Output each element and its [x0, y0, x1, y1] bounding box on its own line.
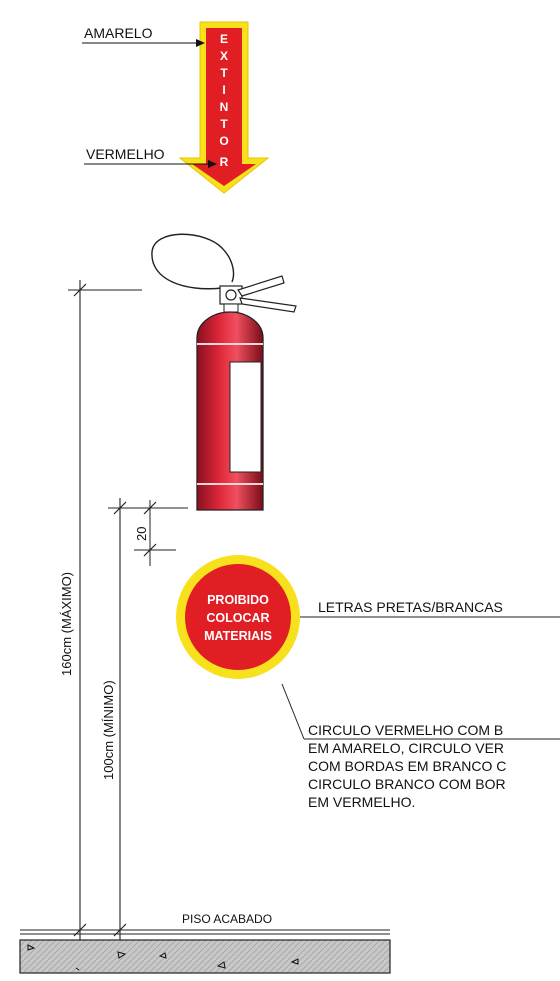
extintor-letters: E X T I N T O R [219, 32, 228, 169]
note-line: COM BORDAS EM BRANCO C [308, 758, 506, 774]
note-line: CIRCULO VERMELHO COM B [308, 722, 503, 738]
label-160cm: 160cm (MÁXIMO) [59, 572, 74, 676]
label-piso-acabado: PISO ACABADO [182, 912, 272, 926]
sign-letter: T [220, 66, 228, 80]
callout-vermelho: VERMELHO [84, 146, 217, 168]
sign-letter: N [220, 100, 229, 114]
note-letras: LETRAS PRETAS/BRANCAS [318, 599, 503, 615]
label-20: 20 [134, 527, 149, 541]
circle-text-line2: COLOCAR [206, 611, 269, 625]
label-amarelo: AMARELO [84, 25, 153, 41]
sign-letter: O [219, 134, 228, 148]
sign-letter: I [222, 83, 225, 97]
dimension-20: 20 [134, 500, 176, 566]
sign-letter: R [220, 155, 229, 169]
floor: PISO ACABADO [19, 912, 391, 974]
dimension-160: 160cm (MÁXIMO) [59, 280, 142, 940]
note-letters: LETRAS PRETAS/BRANCAS [300, 599, 560, 618]
label-vermelho: VERMELHO [86, 146, 165, 162]
sign-letter: T [220, 117, 228, 131]
callout-amarelo: AMARELO [82, 25, 205, 47]
note-line: EM AMARELO, CIRCULO VER [308, 740, 504, 756]
dimension-100: 100cm (MÍNIMO) [101, 498, 188, 940]
extintor-arrow-sign [178, 21, 270, 194]
circle-text-line3: MATERIAIS [204, 629, 272, 643]
note-line: EM VERMELHO. [308, 794, 415, 810]
fire-extinguisher [151, 233, 297, 511]
note-circle: CIRCULO VERMELHO COM B EM AMARELO, CIRCU… [281, 683, 560, 810]
prohibited-circle-sign: PROIBIDO COLOCAR MATERIAIS [176, 555, 300, 679]
note-line: CIRCULO BRANCO COM BOR [308, 776, 506, 792]
label-100cm: 100cm (MÍNIMO) [101, 680, 116, 780]
circle-text-line1: PROIBIDO [207, 593, 269, 607]
sign-letter: X [220, 49, 228, 63]
sign-letter: E [220, 32, 228, 46]
